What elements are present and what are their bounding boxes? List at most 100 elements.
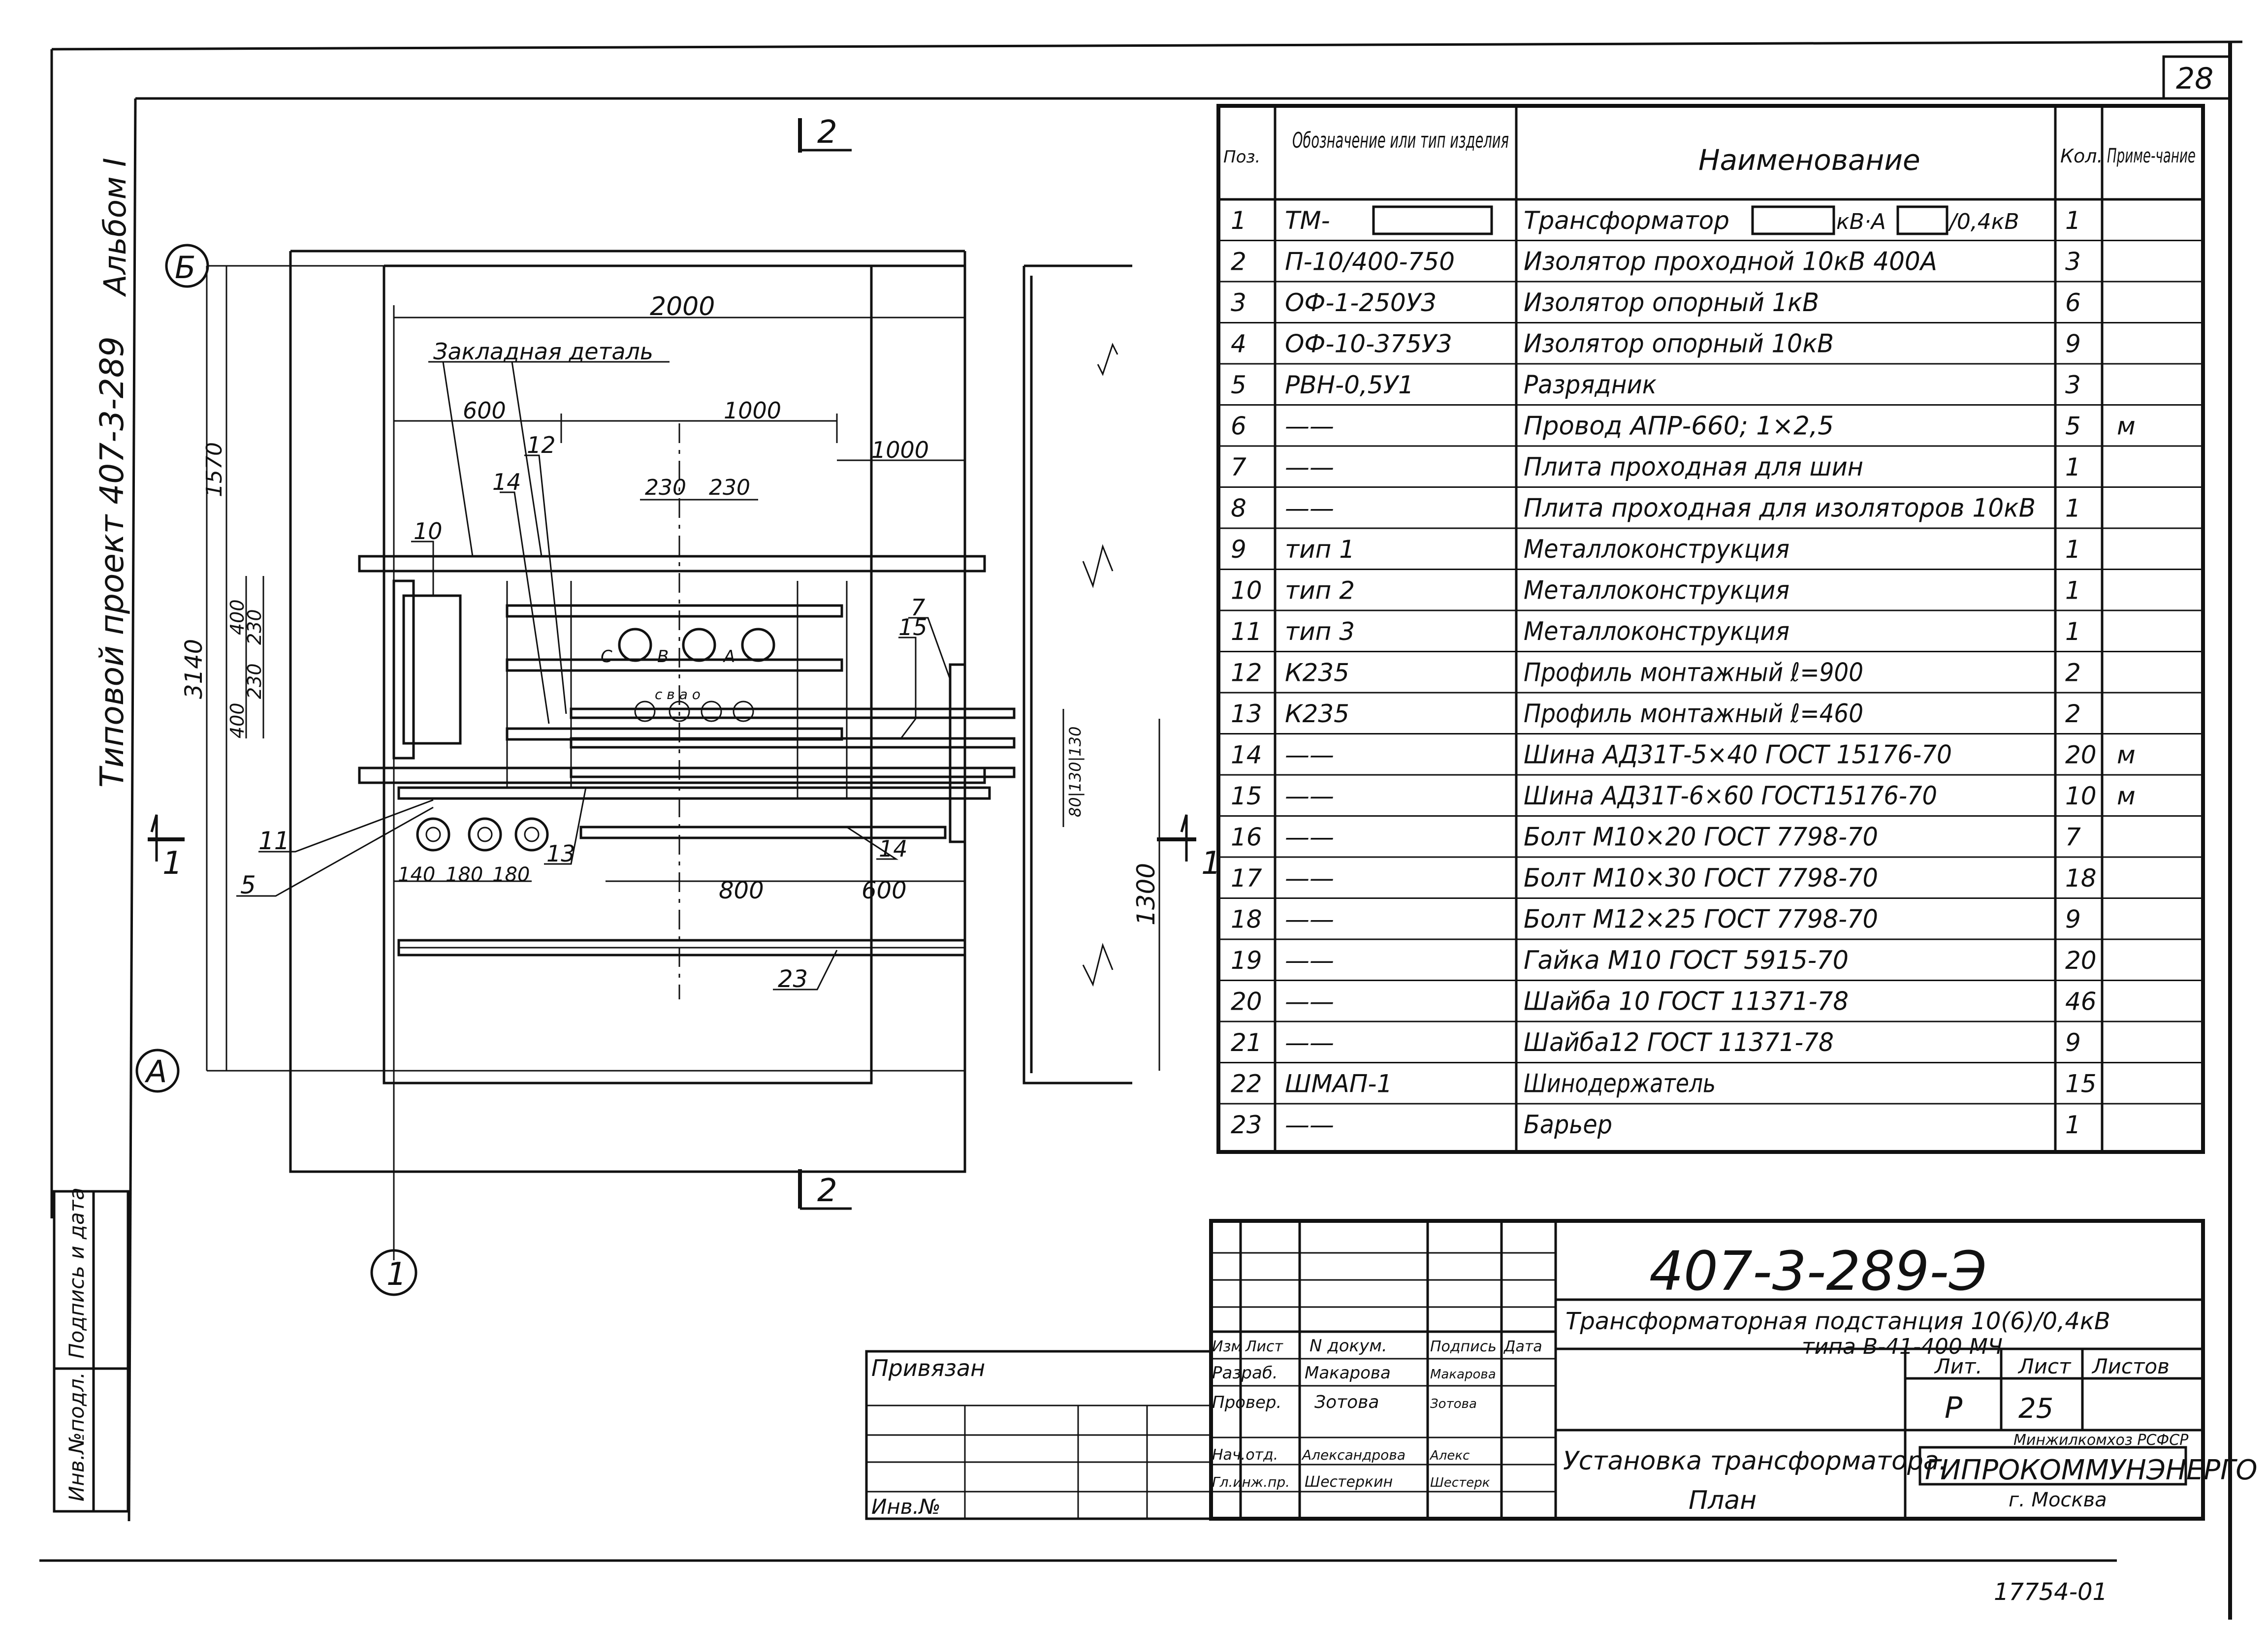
- spec-row-name: Изолятор опорный 1кВ: [1524, 288, 1819, 318]
- spec-row-pos: 12: [1231, 659, 1262, 687]
- spec-row-pos: 19: [1231, 946, 1262, 975]
- spec-row-qty: 15: [2065, 1070, 2097, 1098]
- ministry-label: Минжилкомхоз РСФСР: [2013, 1432, 2189, 1449]
- spec-row-qty: 20: [2065, 946, 2097, 975]
- album-label: Альбом I: [97, 158, 133, 297]
- bound-label: Привязан: [871, 1355, 985, 1381]
- spec-row-code: К235: [1285, 659, 1349, 687]
- spec-row-code: ——: [1285, 741, 1334, 769]
- spec-row-name: Изолятор опорный 10кВ: [1524, 329, 1834, 359]
- staff-role-1: Провер.: [1212, 1393, 1281, 1412]
- sheet-number: 28: [2176, 62, 2213, 96]
- spec-row-code: ——: [1285, 494, 1334, 523]
- dim-80-130-130: 80|130|130: [1066, 727, 1085, 817]
- spec-row-name: Гайка М10 ГОСТ 5915-70: [1524, 946, 1849, 975]
- spec-row-pos: 1: [1231, 206, 1246, 235]
- staff-sign-2: Алекс: [1429, 1448, 1469, 1463]
- axis-marker-b: [165, 244, 209, 288]
- spec-row-qty: 9: [2065, 330, 2081, 358]
- axis-lines: [207, 265, 965, 1260]
- staff-name-2: Александрова: [1301, 1447, 1406, 1463]
- spec-power-blank-box: [1751, 205, 1835, 235]
- phase-b: В: [657, 647, 669, 667]
- spec-row-code: П-10/400-750: [1285, 248, 1455, 276]
- phase-a: А: [723, 647, 735, 667]
- spec-row-qty: 46: [2065, 988, 2097, 1016]
- spec-row-code: ——: [1285, 864, 1334, 893]
- spec-header-code-text: Обозначение или тип изделия: [1292, 128, 1509, 153]
- spec-row-code: ——: [1285, 988, 1334, 1016]
- leader-embedded-part: Закладная деталь: [433, 338, 653, 365]
- spec-row-name: Металлоконструкция: [1524, 576, 1789, 606]
- spec-row-pos: 3: [1231, 288, 1246, 317]
- spec-row-pos: 15: [1231, 782, 1262, 810]
- leader-23: 23: [778, 965, 808, 993]
- dim-1000a: 1000: [724, 397, 781, 424]
- spec-row-pos: 7: [1231, 453, 1246, 481]
- section-mark-1-left: 1: [162, 845, 183, 882]
- spec-row-name: Шина АД31Т-5×40 ГОСТ 15176-70: [1524, 740, 1952, 770]
- tb-col-sign: Подпись: [1430, 1338, 1497, 1355]
- title-block-grid: [865, 1219, 2205, 1521]
- spec-row-qty: 1: [2065, 1111, 2081, 1139]
- spec-row-qty: 2: [2065, 659, 2081, 687]
- spec-row-code: ——: [1285, 905, 1334, 934]
- spec-row-name: Провод АПР-660; 1×2,5: [1524, 412, 1834, 441]
- spec-row-pos: 21: [1231, 1028, 1262, 1057]
- spec-code-blank-box: [1372, 205, 1493, 235]
- dim-600b: 600: [862, 877, 907, 904]
- staff-name-3: Шестеркин: [1305, 1473, 1393, 1491]
- dimension-lines: [206, 266, 1160, 1071]
- spec-row-code: тип 2: [1285, 576, 1355, 605]
- spec-row-qty: 5: [2065, 412, 2081, 441]
- spec-row-code: ——: [1285, 823, 1334, 852]
- dim-1300: 1300: [1132, 863, 1160, 926]
- room-plan: [289, 250, 1132, 1173]
- dim-230d: 230: [244, 663, 265, 699]
- dim-400a: 400: [226, 599, 248, 635]
- leader-5: 5: [240, 871, 256, 899]
- spec-row-pos: 5: [1231, 371, 1246, 399]
- section-mark-2-bottom: 2: [817, 1173, 837, 1209]
- spec-row-pos: 18: [1231, 905, 1262, 934]
- spec-row-qty: 3: [2065, 248, 2081, 276]
- equipment: [358, 423, 1016, 999]
- section-mark-2-top: 2: [817, 114, 837, 151]
- dim-3140: 3140: [180, 639, 208, 699]
- spec-row-name-unit: кВ·А: [1836, 209, 1886, 234]
- leader-15: 15: [898, 614, 927, 640]
- spec-row-pos: 4: [1231, 330, 1246, 358]
- phase-small: с в а о: [655, 686, 701, 702]
- section-marks: [148, 118, 1196, 1210]
- staff-role-2: Нач.отд.: [1212, 1446, 1278, 1464]
- spec-row-pos: 20: [1231, 988, 1262, 1016]
- axis-marker-1-label: 1: [386, 1256, 407, 1293]
- spec-row-name: Металлоконструкция: [1524, 617, 1789, 646]
- spec-row-name: Шайба 10 ГОСТ 11371-78: [1524, 987, 1849, 1017]
- spec-row-pos: 16: [1231, 823, 1262, 852]
- spec-row-name: Разрядник: [1524, 370, 1657, 400]
- tb-col-list: Лист: [1245, 1338, 1284, 1355]
- inv-label: Инв.№: [871, 1495, 941, 1519]
- sheet-frame: [39, 40, 2243, 1620]
- axis-marker-a-label: А: [144, 1053, 167, 1089]
- organization-name: ГИПРОКОММУНЭНЕРГО: [1925, 1454, 2257, 1486]
- spec-header-qty: Кол.: [2060, 145, 2103, 167]
- dim-1570: 1570: [202, 442, 227, 497]
- sheet-title-2: План: [1689, 1486, 1757, 1515]
- bottom-code: 17754-01: [1994, 1578, 2108, 1606]
- dim-230b: 230: [709, 475, 750, 500]
- spec-row-name: Трансформатор: [1524, 206, 1729, 235]
- spec-row-code: К235: [1285, 700, 1349, 728]
- staff-role-0: Разраб.: [1212, 1363, 1278, 1383]
- spec-row-pos: 22: [1231, 1070, 1262, 1098]
- leader-10: 10: [414, 518, 443, 544]
- spec-row-qty: 7: [2065, 823, 2081, 852]
- tb-col-date: Дата: [1503, 1338, 1542, 1355]
- sheets-header: Листов: [2091, 1354, 2170, 1378]
- spec-header-code: Обозначение или тип изделия: [1292, 128, 1509, 153]
- spec-row-code: ШМАП-1: [1285, 1070, 1392, 1098]
- spec-row-code: ——: [1285, 1111, 1334, 1139]
- phase-c: С: [601, 647, 612, 667]
